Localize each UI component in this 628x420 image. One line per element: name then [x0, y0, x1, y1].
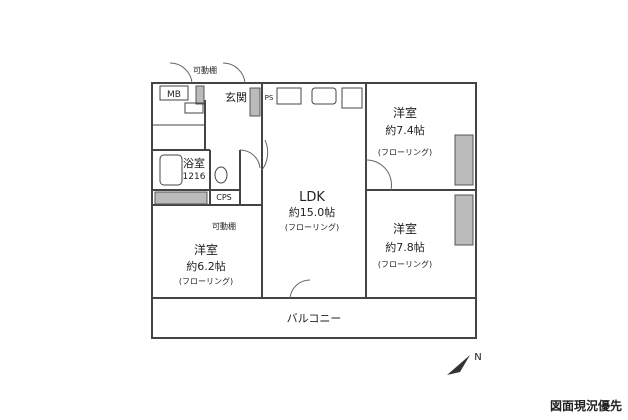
- ldk-size: 約15.0帖: [289, 205, 336, 219]
- balcony-label: バルコニー: [287, 312, 342, 325]
- bathtub-icon: [159, 154, 183, 186]
- room-ne-floor: (フローリング): [378, 259, 432, 269]
- ps-kitchen-label: PS: [265, 94, 274, 102]
- shelf-bottom-label: 可動棚: [212, 221, 236, 231]
- compass-label: N: [474, 352, 481, 363]
- columns: [154, 85, 474, 246]
- room-nw-floor: (フローリング): [378, 147, 432, 157]
- room-sw-floor: (フローリング): [179, 276, 233, 286]
- washbasin-icon: [184, 102, 204, 114]
- entrance-label: 玄関: [225, 90, 247, 104]
- sink-icon: [311, 87, 337, 105]
- walls: [151, 82, 477, 339]
- bath-label: 浴室: [183, 156, 205, 170]
- bath-size: 1216: [183, 172, 206, 182]
- balcony-outline: [151, 297, 477, 339]
- cps-label: CPS: [216, 193, 232, 202]
- compass: N: [447, 352, 482, 375]
- mb-box: [159, 85, 189, 101]
- room-ne-size: 約7.8帖: [385, 240, 425, 254]
- ldk-name: LDK: [299, 190, 325, 205]
- mb-label: MB: [167, 90, 181, 100]
- doors: [169, 62, 392, 299]
- compass-arrow-icon: [447, 355, 470, 375]
- room-ne-name: 洋室: [393, 221, 417, 236]
- fridge-space: [341, 87, 363, 109]
- stove-icon: [276, 87, 302, 105]
- room-sw-name: 洋室: [194, 242, 218, 257]
- room-sw-size: 約6.2帖: [186, 259, 226, 273]
- room-nw-name: 洋室: [393, 105, 417, 120]
- room-nw-size: 約7.4帖: [385, 123, 425, 137]
- fixtures: [159, 85, 363, 186]
- shelf-top-label: 可動棚: [193, 65, 217, 75]
- plan-note: 図面現況優先: [549, 399, 622, 413]
- toilet-icon: [214, 166, 228, 184]
- ldk-floor: (フローリング): [285, 222, 339, 232]
